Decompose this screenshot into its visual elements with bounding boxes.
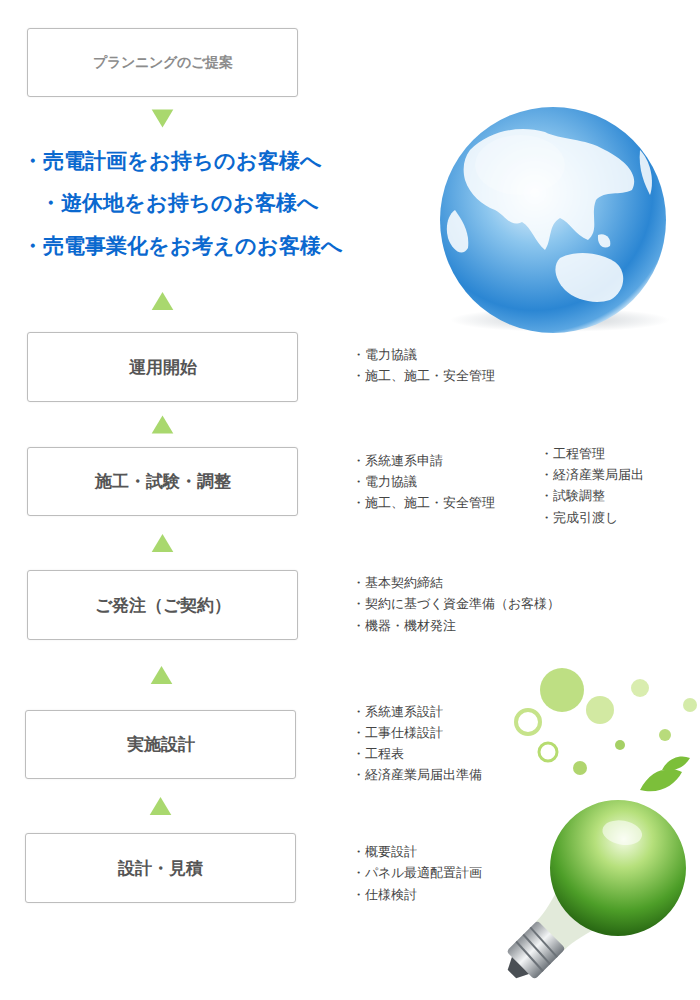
customer-line: ・売電事業化をお考えのお客様へ	[22, 233, 343, 260]
step-note: ・経済産業局届出準備	[352, 766, 482, 784]
step-note: ・経済産業局届出	[540, 466, 644, 484]
box-label: 実施設計	[127, 733, 195, 756]
customer-line: ・遊休地をお持ちのお客様へ	[40, 190, 319, 217]
flow-arrow	[150, 797, 172, 815]
step-note: ・工程表	[352, 745, 404, 763]
process-box: 設計・見積	[25, 833, 296, 903]
step-note: ・電力協議	[352, 473, 417, 491]
step-note: ・試験調整	[540, 487, 605, 505]
step-note: ・基本契約締結	[352, 574, 443, 592]
customer-line: ・売電計画をお持ちのお客様へ	[22, 148, 322, 175]
flow-arrow	[152, 110, 174, 128]
step-note: ・完成引渡し	[540, 509, 618, 527]
globe	[440, 107, 670, 333]
box-label: 設計・見積	[118, 857, 203, 880]
step-note: ・施工、施工・安全管理	[352, 494, 495, 512]
light-bulb	[464, 772, 700, 1000]
flow-arrow	[152, 534, 174, 552]
process-box: 施工・試験・調整	[27, 447, 298, 516]
process-box: 運用開始	[27, 332, 298, 402]
process-box: ご発注（ご契約）	[27, 570, 298, 640]
bubbles	[516, 668, 697, 791]
step-note: ・機器・機材発注	[352, 617, 456, 635]
step-note: ・概要設計	[352, 843, 417, 861]
flow-arrow	[151, 666, 173, 684]
step-note: ・施工、施工・安全管理	[352, 367, 495, 385]
customer-band: ・売電計画をお持ちのお客様へ・遊休地をお持ちのお客様へ・売電事業化をお考えのお客…	[14, 140, 406, 270]
step-note: ・パネル最適配置計画	[352, 864, 482, 882]
step-note: ・系統連系設計	[352, 703, 443, 721]
box-label: 施工・試験・調整	[95, 470, 231, 493]
step-note: ・工事仕様設計	[352, 724, 443, 742]
box-label: ご発注（ご契約）	[95, 594, 231, 617]
flow-arrow	[152, 416, 174, 434]
step-note: ・仕様検討	[352, 886, 417, 904]
box-label: プランニングのご提案	[93, 54, 233, 72]
proposal-box: プランニングのご提案	[27, 28, 298, 97]
process-box: 実施設計	[25, 710, 296, 779]
step-note: ・電力協議	[352, 346, 417, 364]
step-note: ・工程管理	[540, 445, 605, 463]
step-note: ・契約に基づく資金準備（お客様）	[352, 595, 560, 613]
step-note: ・系統連系申請	[352, 452, 443, 470]
flow-arrow	[152, 292, 174, 310]
box-label: 運用開始	[129, 356, 197, 379]
